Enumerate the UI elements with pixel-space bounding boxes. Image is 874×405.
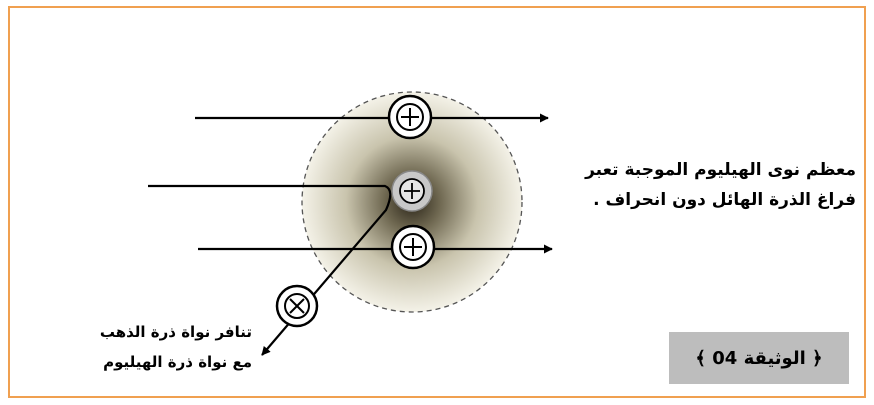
description-line-2: فراغ الذرة الهائل دون انحراف . — [593, 190, 856, 210]
undeflected-description: معظم نوى الهيليوم الموجبة تعبر فراغ الذر… — [585, 155, 856, 215]
helium-nucleus-bottom — [390, 224, 436, 270]
document-label: ﴿ الوثيقة 04 ﴾ — [669, 332, 849, 384]
helium-nucleus-deflected — [275, 284, 319, 328]
helium-nucleus-top — [387, 94, 433, 140]
trajectory-deflected — [148, 184, 392, 356]
description-line-1: معظم نوى الهيليوم الموجبة تعبر — [585, 160, 856, 180]
repulsion-line-1: تنافر نواة ذرة الذهب — [99, 323, 252, 341]
gold-nucleus — [391, 170, 433, 212]
repulsion-line-2: مع نواة ذرة الهيليوم — [103, 353, 252, 371]
repulsion-description: تنافر نواة ذرة الذهب مع نواة ذرة الهيليو… — [30, 317, 252, 377]
